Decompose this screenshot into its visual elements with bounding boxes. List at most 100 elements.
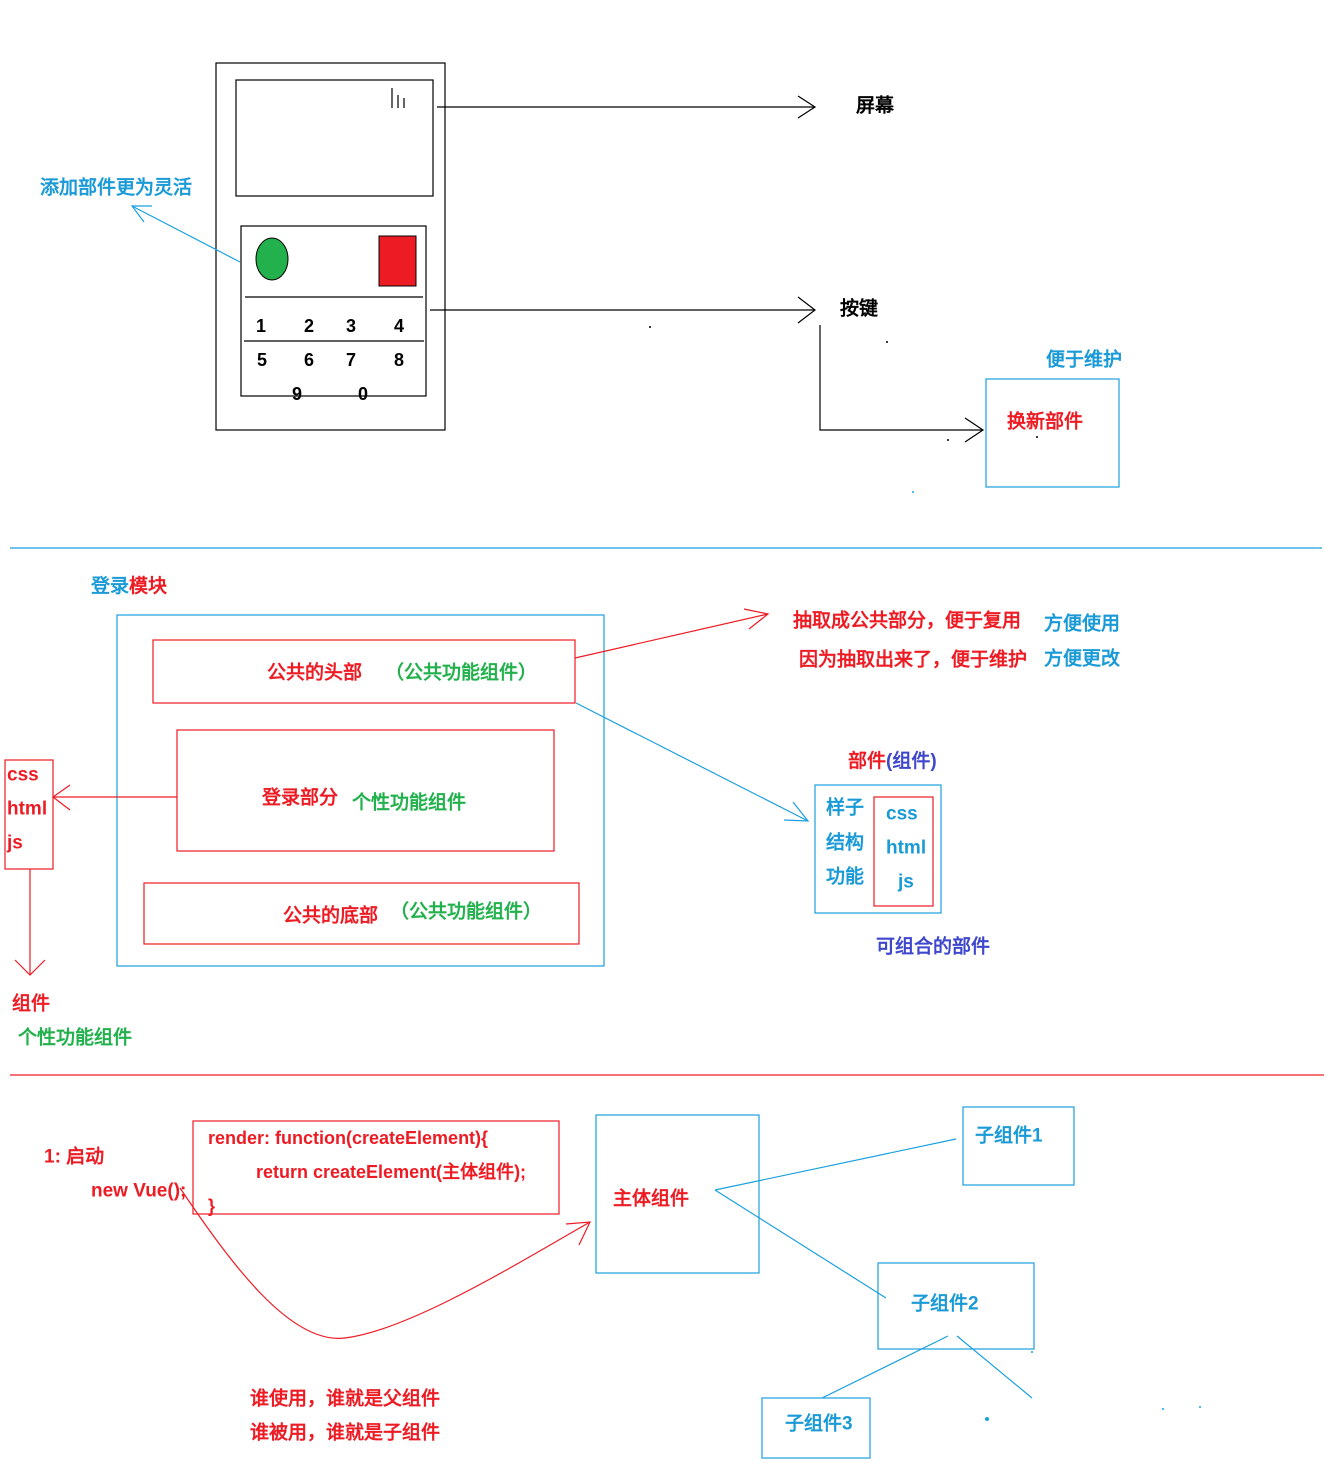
easy-use-note: 方便使用: [1044, 612, 1120, 635]
child3-box: [761, 1397, 871, 1459]
part-tech: css: [886, 804, 918, 825]
left-tech: js: [6, 833, 23, 854]
screen-arrowhead: [797, 95, 817, 119]
left-tech: html: [7, 799, 47, 820]
extract-maintain-note: 因为抽取出来了，便于维护: [799, 648, 1027, 671]
keys-arrowhead: [797, 296, 816, 324]
new-vue-code: new Vue();: [91, 1181, 186, 1202]
flexible-note: 添加部件更为灵活: [40, 176, 192, 199]
footer-tag: （公共功能组件）: [390, 900, 542, 923]
stray-dot: [649, 326, 651, 328]
render-line: return createElement(主体组件);: [256, 1161, 526, 1182]
stray-dot: [912, 491, 914, 493]
tree-link: [714, 1189, 887, 1299]
header-tag: （公共功能组件）: [385, 661, 537, 684]
part-tech: html: [886, 838, 926, 859]
child2-label: 子组件2: [911, 1292, 979, 1315]
child1-label: 子组件1: [975, 1124, 1043, 1147]
header-label: 公共的头部: [267, 661, 362, 684]
part-title-sub: (组件): [886, 749, 937, 772]
step-label: 1: 启动: [44, 1145, 104, 1168]
flexible-arrowhead: [130, 205, 152, 223]
login-box: [176, 729, 555, 852]
component-label: 组件: [12, 992, 50, 1015]
key: 8: [394, 350, 404, 370]
part-aspect: 功能: [826, 865, 864, 888]
maintain-note: 便于维护: [1046, 348, 1122, 371]
child-rule: 谁被用，谁就是子组件: [250, 1421, 440, 1444]
footer-box: [143, 882, 580, 945]
replace-arrow: [819, 325, 983, 431]
parent-rule: 谁使用，谁就是父组件: [250, 1387, 440, 1410]
render-box: [192, 1120, 560, 1215]
child1-box: [962, 1106, 1075, 1186]
tree-link: [821, 1335, 949, 1399]
extract-arrowhead: [743, 608, 770, 630]
screen-label: 屏幕: [856, 95, 895, 117]
header-box: [152, 639, 576, 704]
key: 7: [346, 350, 356, 370]
replace-arrowhead: [964, 417, 985, 443]
key: 6: [304, 350, 314, 370]
part-aspect: 结构: [826, 831, 864, 854]
login-label: 登录部分: [261, 786, 338, 809]
render-line: render: function(createElement){: [208, 1128, 488, 1148]
stray-dot: [1162, 1408, 1164, 1410]
green-button: [255, 237, 289, 281]
extract-arrow: [574, 613, 769, 659]
part-title: 部件(组件): [848, 749, 937, 772]
easy-change-note: 方便更改: [1044, 647, 1121, 670]
phone-body: [215, 62, 446, 431]
key: 1: [256, 316, 266, 336]
replace-part-label: 换新部件: [1007, 410, 1083, 433]
part-title-main: 部件: [848, 749, 886, 772]
flexible-arrow: [131, 205, 241, 263]
login-module-box: [116, 614, 605, 967]
left-tech: css: [7, 765, 39, 786]
stray-dot: [1036, 436, 1038, 438]
key: 0: [358, 384, 368, 404]
module-title-module: 模块: [129, 574, 168, 597]
main-component-label: 主体组件: [613, 1187, 689, 1210]
mount-curve-arrowhead: [565, 1221, 591, 1246]
stray-dot: [1031, 1351, 1033, 1353]
part-arrow: [575, 702, 809, 822]
composable-note: 可组合的部件: [876, 935, 990, 958]
stray-dot: [886, 341, 888, 343]
child2-box: [877, 1262, 1035, 1350]
module-title: 登录模块: [90, 574, 168, 597]
module-title-login: 登录: [90, 574, 129, 597]
mount-curve-arrow: [179, 1187, 591, 1339]
tree-link: [714, 1138, 957, 1191]
red-button: [378, 235, 417, 287]
part-tech: js: [897, 872, 914, 893]
child3-label: 子组件3: [785, 1412, 853, 1435]
render-line: }: [208, 1196, 215, 1216]
login-section: 登录模块 公共的头部 （公共功能组件） 登录部分 个性功能组件 公共的底部 （公…: [4, 574, 1121, 1049]
login-tag: 个性功能组件: [351, 791, 466, 814]
key: 3: [346, 316, 356, 336]
phone-screen: [235, 79, 434, 197]
key: 4: [394, 316, 404, 336]
footer-label: 公共的底部: [283, 904, 378, 927]
key: 9: [292, 384, 302, 404]
component-tag: 个性功能组件: [17, 1026, 132, 1049]
part-box: [814, 784, 942, 914]
key: 5: [257, 350, 267, 370]
part-arrowhead: [783, 801, 810, 822]
phone-keypad: [240, 225, 427, 397]
left-tech-box: [4, 759, 54, 870]
tree-link: [956, 1335, 1033, 1399]
keys-label: 按键: [840, 297, 878, 320]
login-to-tech-arrowhead: [51, 784, 71, 811]
stray-dot: [1199, 1406, 1201, 1408]
stray-dot: [985, 1417, 989, 1421]
part-tech-box: [873, 796, 934, 907]
tech-to-component-arrowhead: [14, 959, 46, 976]
replace-part-box: [985, 378, 1120, 488]
phone-section: 1 2 3 4 5 6 7 8 9 0 屏幕 按键 换新部件 便于维护 添加部件…: [40, 62, 1122, 493]
vue-section: 1: 启动 new Vue(); render: function(create…: [44, 1106, 1201, 1459]
extract-reuse-note: 抽取成公共部分，便于复用: [793, 609, 1021, 632]
stray-dot: [947, 439, 949, 441]
